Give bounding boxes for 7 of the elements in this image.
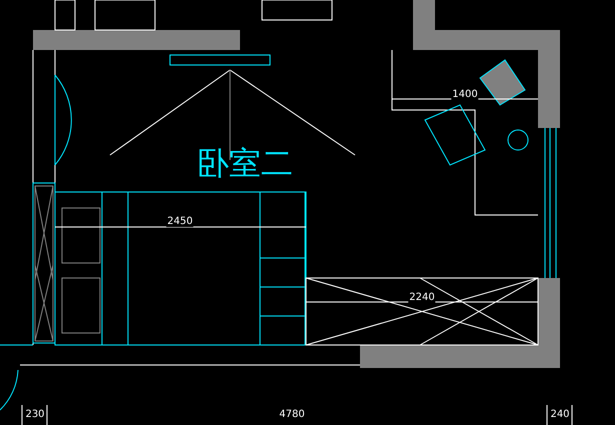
room-label: 卧室二 — [196, 147, 294, 179]
dimension-label: 4780 — [278, 410, 306, 420]
dimension-label: 230 — [24, 410, 46, 420]
dimension-label: 1400 — [451, 90, 479, 100]
dimension-label: 2240 — [408, 293, 436, 303]
dimension-label: 240 — [549, 410, 571, 420]
dimension-label: 2450 — [166, 217, 194, 227]
